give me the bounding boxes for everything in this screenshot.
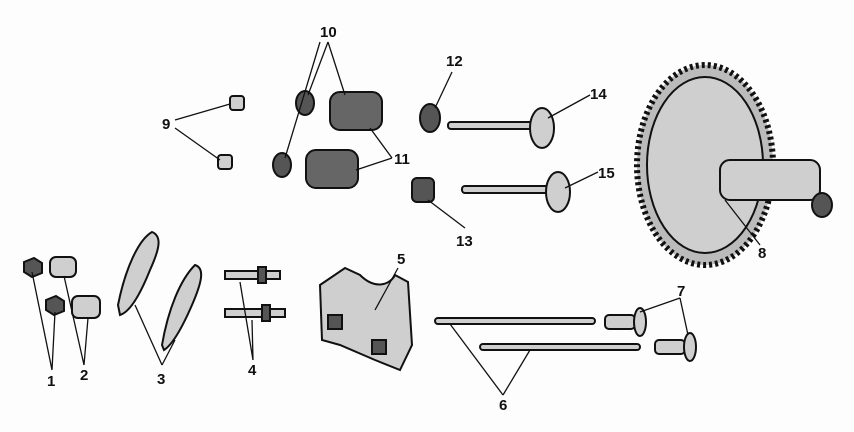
callout-4: 4 xyxy=(248,362,257,379)
part-15-valve xyxy=(461,171,571,213)
part-5-guide-plate xyxy=(318,266,414,372)
part-13-spring xyxy=(411,177,435,203)
callout-15: 15 xyxy=(598,165,615,182)
callout-9: 9 xyxy=(162,116,170,133)
callout-5: 5 xyxy=(397,251,405,268)
part-12-seal xyxy=(419,103,441,133)
callout-8: 8 xyxy=(758,245,766,262)
part-7-tappets xyxy=(604,307,697,362)
callout-7: 7 xyxy=(677,283,685,300)
part-2-screws xyxy=(49,256,101,319)
callout-1: 1 xyxy=(47,373,55,390)
callout-13: 13 xyxy=(456,233,473,250)
part-14-valve xyxy=(447,107,555,149)
leader-lines xyxy=(31,41,761,396)
part-3-rocker-arms xyxy=(116,230,203,352)
callout-3: 3 xyxy=(157,371,165,388)
part-11-springs xyxy=(305,91,383,189)
callout-12: 12 xyxy=(446,53,463,70)
part-8-camshaft xyxy=(634,62,833,268)
callout-14: 14 xyxy=(590,86,607,103)
part-4-studs xyxy=(224,266,286,322)
part-10-retainers xyxy=(272,90,315,178)
callout-11: 11 xyxy=(394,151,410,168)
part-1-nuts xyxy=(23,256,65,317)
callout-10: 10 xyxy=(320,24,337,41)
part-6-push-rods xyxy=(434,317,641,351)
part-9-caps xyxy=(217,95,245,170)
callout-2: 2 xyxy=(80,367,88,384)
callout-6: 6 xyxy=(499,397,507,414)
